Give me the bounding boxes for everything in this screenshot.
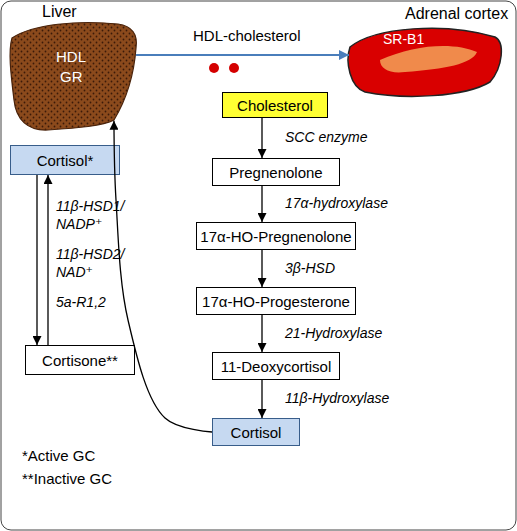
reaction-arrow [261, 315, 262, 352]
footnote: *Active GC [22, 447, 95, 465]
box-text: Cholesterol [237, 97, 313, 114]
substrate-box: Cholesterol [222, 92, 328, 118]
box-text: Cortisone** [42, 352, 118, 369]
enzyme-label: 11β-Hydroxylase [285, 390, 389, 408]
box-text: Cortisol [231, 424, 282, 441]
reaction-arrow [261, 380, 262, 418]
enzyme-label: 17α-hydroxylase [285, 195, 388, 213]
receptor-label: SR-B1 [383, 31, 424, 47]
box-text: 17α-HO-Pregnenolone [200, 228, 351, 245]
box-text: 11-Deoxycortisol [221, 358, 332, 375]
reaction-arrow [261, 118, 262, 158]
liver-organ: LiverHDLGR [8, 20, 138, 132]
adrenal-organ: Adrenal cortexSR-B1 [345, 22, 505, 102]
enzyme-label: 11β-HSD2/ NAD⁺ [56, 246, 134, 281]
box-text: Cortisol* [37, 152, 94, 169]
intermediate-box: 17α-HO-Progesterone [196, 287, 356, 315]
organ-heading: Adrenal cortex [405, 5, 508, 23]
inactive-steroid-box: Cortisone** [25, 345, 135, 375]
organ-heading: Liver [42, 3, 77, 21]
enzyme-label: 5a-R1,2 [56, 294, 106, 311]
reaction-arrow [261, 186, 262, 222]
feedback-arrow [114, 121, 212, 432]
enzyme-label: SCC enzyme [285, 129, 367, 147]
footnote: **Inactive GC [22, 470, 112, 488]
active-steroid-box: Cortisol* [10, 145, 120, 175]
box-text: 17α-HO-Progesterone [202, 293, 350, 310]
enzyme-label: 21-Hydroxylase [285, 325, 382, 343]
reaction-arrow [47, 175, 48, 345]
adrenal-organ-outline [345, 22, 505, 102]
box-text: Pregnenolone [229, 164, 322, 181]
enzyme-label: 3β-HSD [285, 260, 335, 278]
receptor-label: GR [60, 68, 83, 85]
adrenal-medulla [380, 46, 477, 73]
transport-label: HDL-cholesterol [193, 27, 301, 46]
product-box: Cortisol [212, 418, 300, 446]
receptor-label: HDL [56, 48, 86, 65]
intermediate-box: 17α-HO-Pregnenolone [196, 222, 356, 250]
intermediate-box: 11-Deoxycortisol [212, 352, 340, 380]
liver-shape [10, 23, 136, 131]
adrenal-shape [348, 28, 501, 96]
intermediate-box: Pregnenolone [212, 158, 340, 186]
lipoprotein-dot [209, 63, 219, 73]
transport-arrow [136, 54, 349, 56]
reaction-arrow [261, 250, 262, 287]
enzyme-label: 11β-HSD1/ NADP⁺ [56, 198, 134, 233]
lipoprotein-dot [229, 63, 239, 73]
reaction-arrow [36, 175, 37, 345]
